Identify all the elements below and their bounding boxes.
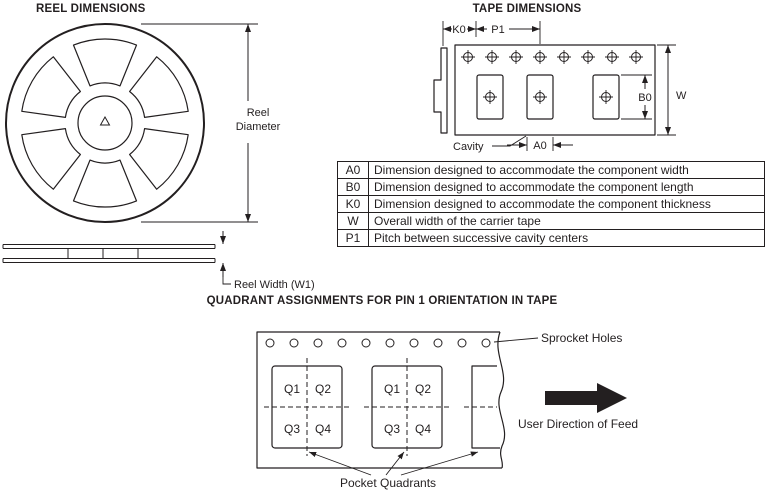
pocket-quadrants-label: Pocket Quadrants — [340, 476, 436, 490]
reel-diameter-label-line1: Reel — [247, 107, 270, 119]
sprocket-hole — [433, 338, 443, 348]
tape-dimensions-title: TAPE DIMENSIONS — [473, 3, 582, 15]
pocket-3-partial — [464, 365, 500, 449]
reel-front-view — [5, 23, 205, 223]
sprocket-hole — [289, 338, 299, 348]
pocket-1: Q1 Q2 Q3 Q4 — [264, 358, 350, 456]
quadrant-assignments-title: QUADRANT ASSIGNMENTS FOR PIN 1 ORIENTATI… — [207, 295, 558, 307]
sprocket-hole — [409, 338, 419, 348]
carrier-tape-outline — [454, 44, 656, 136]
hub-key-mark — [99, 115, 111, 126]
b0-dimension: B0 — [621, 74, 652, 120]
sprocket-holes-callout: Sprocket Holes — [493, 331, 622, 345]
tape-cavities — [476, 74, 620, 120]
dim-desc: Dimension designed to accommodate the co… — [368, 178, 765, 196]
a0-dimension: A0 — [507, 137, 573, 152]
pocket1-q3: Q3 — [284, 422, 300, 436]
a0-label: A0 — [533, 140, 546, 152]
cavity-pocket — [526, 74, 554, 120]
p1-label: P1 — [491, 24, 504, 36]
pocket2-q1: Q1 — [384, 382, 400, 396]
tape-dimensions-table: A0 Dimension designed to accommodate the… — [337, 161, 765, 247]
reel-width-label: Reel Width (W1) — [234, 279, 315, 291]
table-row: A0 Dimension designed to accommodate the… — [337, 161, 765, 179]
k0-p1-dimensions: K0 P1 — [442, 21, 541, 46]
sprocket-hole — [361, 338, 371, 348]
sprocket-hole — [385, 338, 395, 348]
sprocket-hole — [313, 338, 323, 348]
table-row: K0 Dimension designed to accommodate the… — [337, 195, 765, 213]
dim-desc: Dimension designed to accommodate the co… — [368, 161, 765, 179]
sprocket-hole — [337, 338, 347, 348]
k0-label: K0 — [452, 24, 465, 36]
w-dimension: W — [657, 44, 687, 136]
reel-diameter-label-line2: Diameter — [236, 121, 281, 133]
reel-side-view — [2, 244, 216, 263]
sprocket-holes-leader-line — [493, 337, 539, 343]
sprocket-hole — [457, 338, 467, 348]
cavity-pocket — [592, 74, 620, 120]
table-row: B0 Dimension designed to accommodate the… — [337, 178, 765, 196]
reel-hub — [77, 95, 133, 151]
feed-direction-label: User Direction of Feed — [518, 417, 638, 431]
pocket2-q3: Q3 — [384, 422, 400, 436]
cavity-callout: Cavity — [453, 135, 527, 153]
sprocket-hole — [481, 338, 491, 348]
pocket-quadrants-leader-3 — [400, 451, 479, 476]
pocket-1-centerlines — [264, 358, 350, 456]
reel-dimensions-title: REEL DIMENSIONS — [36, 3, 146, 15]
pocket1-q2: Q2 — [315, 382, 331, 396]
pocket2-q4: Q4 — [415, 422, 431, 436]
pocket1-q1: Q1 — [284, 382, 300, 396]
b0-label: B0 — [638, 92, 651, 104]
cavity-label: Cavity — [453, 141, 484, 153]
sprocket-holes-label: Sprocket Holes — [541, 331, 622, 345]
quadrant-tape-strip: Q1 Q2 Q3 Q4 Q1 Q2 Q3 Q4 — [256, 331, 506, 469]
feed-direction-arrow-icon — [545, 383, 627, 413]
tape-side-profile — [433, 47, 448, 134]
tape-strip — [454, 44, 656, 136]
reel-width-dimension: Reel Width (W1) — [220, 231, 315, 291]
dim-desc: Overall width of the carrier tape — [368, 212, 765, 230]
table-row: P1 Pitch between successive cavity cente… — [337, 229, 765, 247]
sprocket-hole-crosshairs — [461, 50, 643, 64]
dim-desc: Pitch between successive cavity centers — [368, 229, 765, 247]
pocket1-q4: Q4 — [315, 422, 331, 436]
table-row: W Overall width of the carrier tape — [337, 212, 765, 230]
dim-code: W — [337, 212, 369, 230]
pocket-quadrants-leader-1 — [308, 451, 372, 476]
reel-spoke-cutouts — [21, 38, 189, 208]
dim-code: B0 — [337, 178, 369, 196]
reel-hub-section — [67, 248, 139, 259]
tape-break-edge — [497, 331, 506, 469]
dim-code: P1 — [337, 229, 369, 247]
w-label: W — [676, 90, 687, 102]
dim-code: A0 — [337, 161, 369, 179]
sprocket-hole — [265, 338, 275, 348]
reel-outer-rim — [5, 23, 205, 223]
feed-direction: User Direction of Feed — [518, 383, 638, 431]
cavity-pocket — [476, 74, 504, 120]
pocket2-q2: Q2 — [415, 382, 431, 396]
dim-desc: Dimension designed to accommodate the co… — [368, 195, 765, 213]
reel-diameter-dimension: Reel Diameter — [141, 23, 281, 223]
pocket-quadrants-leader-2 — [385, 451, 405, 476]
pocket-2-centerlines — [364, 358, 450, 456]
tape-sprocket-holes — [461, 50, 643, 64]
dim-code: K0 — [337, 195, 369, 213]
pocket-2: Q1 Q2 Q3 Q4 — [364, 358, 450, 456]
quadrant-sprocket-holes — [265, 338, 491, 348]
cavity-leader-line — [492, 135, 527, 147]
pocket-quadrants-callout: Pocket Quadrants — [308, 451, 479, 490]
cavity-center-crosshairs — [483, 90, 613, 104]
